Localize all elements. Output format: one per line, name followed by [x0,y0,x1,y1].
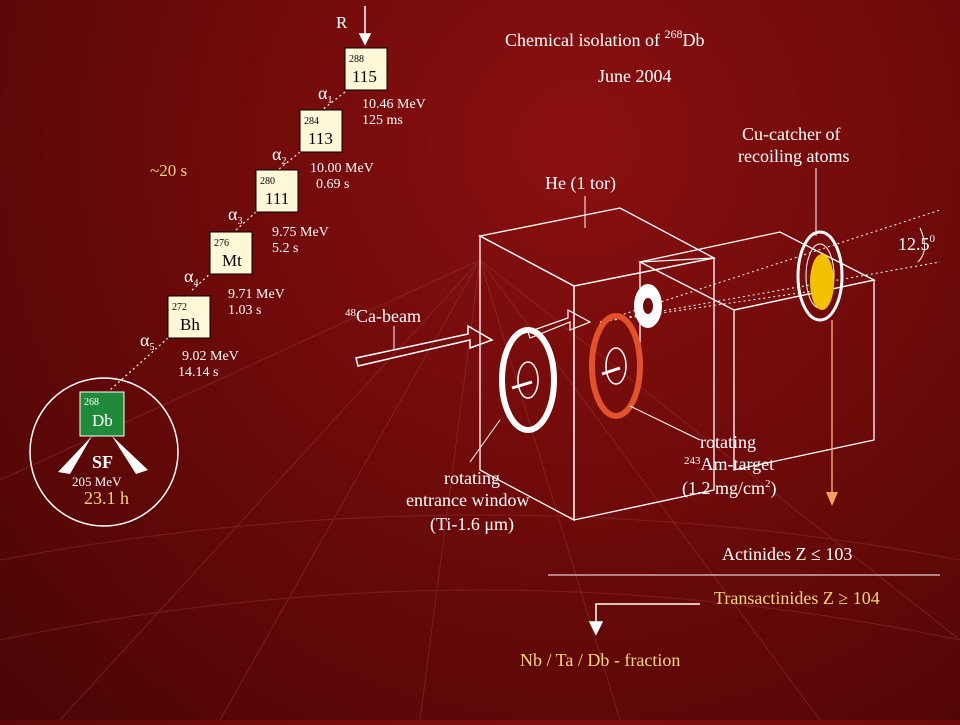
nucleus-box-276-Mt: 276 Mt [209,231,253,275]
svg-text:125 ms: 125 ms [362,113,403,128]
svg-text:9.71 MeV: 9.71 MeV [228,287,285,302]
svg-text:α5: α5 [140,330,154,353]
nucleus-element: Mt [222,251,242,270]
target-label-line3: (1.2 mg/cm2) [682,478,777,499]
angle-arc [917,227,925,263]
fission-fragment-left [58,436,92,474]
svg-text:α3: α3 [228,204,242,227]
nucleus-mass: 268 [84,397,99,408]
nucleus-mass: 284 [304,116,319,127]
exit-disc [634,284,662,328]
nucleus-element: Db [92,411,113,430]
fraction-label: Nb / Ta / Db - fraction [520,650,680,670]
beam-arrow [358,6,372,46]
target-label-line2: 243Am-target [684,454,774,474]
entrance-window-disc [499,327,557,433]
window-label-line1: rotating [444,468,500,488]
window-label-line2: entrance window [406,490,529,510]
nucleus-box-284-113: 284 113 [299,109,343,153]
alpha-1: α1 10.46 MeV 125 ms [318,83,426,128]
nucleus-element: Bh [180,315,200,334]
nucleus-mass: 288 [349,54,364,65]
fission-label: SF [92,452,113,472]
catcher-label-line2: recoiling atoms [738,146,849,166]
fraction-arrow [588,603,700,636]
window-label-line3: (Ti-1.6 μm) [430,514,514,535]
nucleus-mass: 276 [214,238,229,249]
svg-text:10.00 MeV: 10.00 MeV [310,161,374,176]
window-pointer [469,419,501,463]
svg-text:5.2 s: 5.2 s [272,241,298,256]
svg-text:10.46 MeV: 10.46 MeV [362,97,426,112]
nucleus-box-272-Bh: 272 Bh [167,295,211,339]
background-rays [0,259,960,721]
cu-catcher [796,230,844,322]
fission-circle: 268 Db SF 205 MeV 23.1 h [29,377,179,527]
fission-energy: 205 MeV [72,474,122,489]
alpha-5: α5 9.02 MeV 14.14 s [140,330,239,380]
svg-text:1.03 s: 1.03 s [228,303,261,318]
alpha-2: α2 10.00 MeV 0.69 s [272,144,374,192]
am-target-disc [589,313,643,419]
actinides-label: Actinides Z ≤ 103 [722,544,852,564]
gas-label: He (1 tor) [545,173,616,194]
beam-label: 48Ca-beam [345,306,421,326]
catcher-label-line1: Cu-catcher of [742,124,840,144]
fission-fragment-right [112,436,148,474]
nucleus-mass: 280 [260,176,275,187]
nucleus-element: 115 [352,67,377,86]
target-label-line1: rotating [700,432,756,452]
db-nucleus-box [79,391,125,437]
apparatus-chamber [478,207,876,522]
total-time-label: ~20 s [150,161,187,180]
svg-text:α4: α4 [184,266,198,289]
svg-text:9.75 MeV: 9.75 MeV [272,225,329,240]
nucleus-element: 111 [265,189,289,208]
transactinides-label: Transactinides Z ≥ 104 [714,588,880,608]
alpha-4: α4 9.71 MeV 1.03 s [184,266,285,318]
title-text: Chemical isolation of 268Db [505,27,704,50]
catcher-output-arrow [826,320,838,506]
alpha-3: α3 9.75 MeV 5.2 s [228,204,329,256]
svg-text:9.02 MeV: 9.02 MeV [182,349,239,364]
date-text: June 2004 [598,66,672,86]
beam-marker-label: R [336,13,348,32]
nucleus-element: 113 [308,129,333,148]
svg-text:0.69 s: 0.69 s [316,177,349,192]
svg-text:14.14 s: 14.14 s [178,365,218,380]
nucleus-mass: 272 [172,302,187,313]
target-pointer [629,405,701,441]
svg-text:α1: α1 [318,83,332,106]
nucleus-box-280-111: 280 111 [255,169,299,213]
fission-halflife: 23.1 h [84,488,129,508]
angle-label: 12.50 [898,233,936,254]
svg-text:α2: α2 [272,144,286,167]
nucleus-box-288-115: 288 115 [344,47,388,91]
recoil-rays [599,209,941,323]
